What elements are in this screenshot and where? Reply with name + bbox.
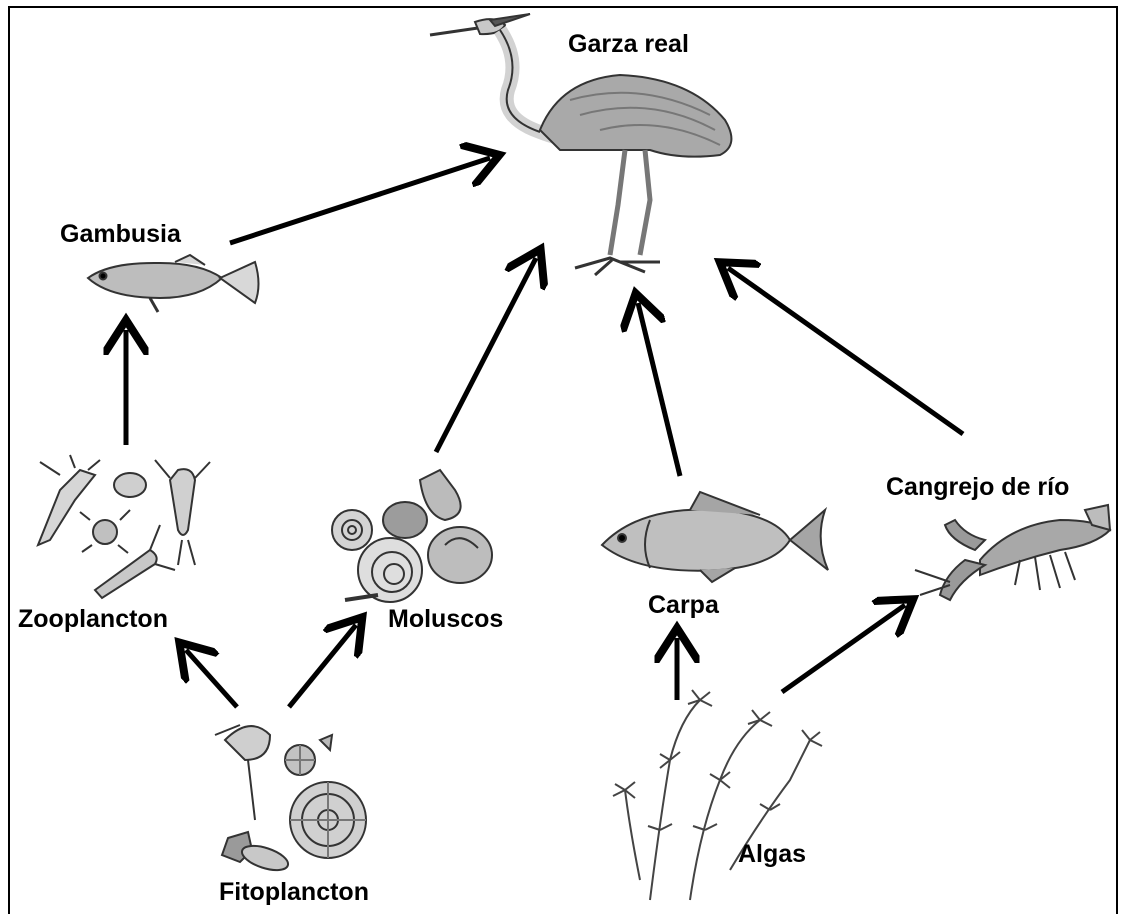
zooplankton-label: Zooplancton bbox=[18, 607, 168, 632]
arrow-phytoplankton-to-mollusks bbox=[289, 625, 356, 707]
gambusia-illustration bbox=[88, 255, 259, 312]
arrow-mollusks-to-heron bbox=[436, 258, 536, 452]
carp-illustration bbox=[602, 492, 828, 582]
algae-illustration bbox=[613, 690, 822, 900]
phytoplankton-illustration bbox=[215, 725, 366, 875]
gambusia-label: Gambusia bbox=[60, 222, 181, 247]
algae-label: Algas bbox=[738, 842, 806, 867]
mollusks-illustration bbox=[332, 470, 492, 602]
arrow-gambusia-to-heron bbox=[230, 158, 490, 243]
phytoplankton-label: Fitoplancton bbox=[219, 880, 369, 905]
arrow-algae-to-crayfish bbox=[782, 605, 905, 692]
zooplankton-illustration bbox=[38, 455, 210, 598]
carp-label: Carpa bbox=[648, 593, 719, 618]
crayfish-label: Cangrejo de río bbox=[886, 475, 1069, 500]
mollusks-label: Moluscos bbox=[388, 607, 503, 632]
arrow-carp-to-heron bbox=[638, 303, 680, 476]
heron-label: Garza real bbox=[568, 32, 689, 57]
arrow-phytoplankton-to-zooplankton bbox=[186, 650, 237, 707]
arrow-crayfish-to-heron bbox=[728, 268, 963, 434]
crayfish-illustration bbox=[915, 505, 1110, 600]
